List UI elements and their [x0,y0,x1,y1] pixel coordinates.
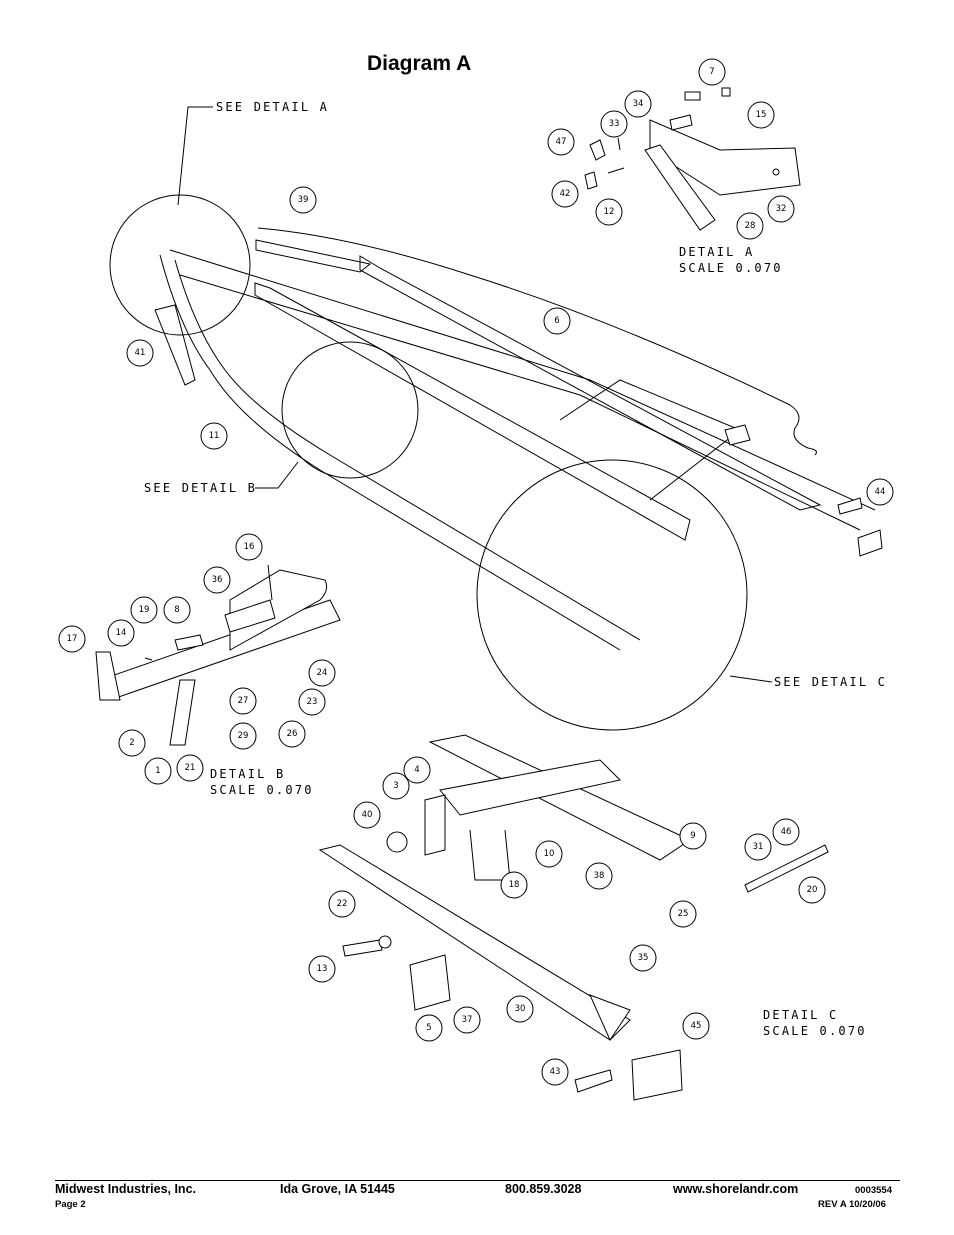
detail-b-circle [281,341,419,479]
callout-28: 28 [745,221,756,231]
footer-page: Page 2 [55,1199,86,1210]
callout-4: 4 [414,765,419,775]
callout-29: 29 [238,731,249,741]
callout-6: 6 [554,316,559,326]
callout-bubbles: 7 34 33 15 47 42 12 28 32 39 6 41 11 44 … [58,58,894,1086]
callout-8: 8 [174,605,179,615]
detail-labels: DETAIL A SCALE 0.070 DETAIL B SCALE 0.07… [210,245,867,1038]
detail-c-name: DETAIL C [763,1008,838,1022]
callout-2: 2 [129,738,134,748]
callout-23: 23 [307,697,318,707]
callout-39: 39 [298,195,309,205]
detail-c-circle [476,459,748,731]
callout-44: 44 [875,487,886,497]
callout-1: 1 [155,766,160,776]
callout-31: 31 [753,842,764,852]
detail-a-circle [109,194,251,336]
detail-a-assembly [584,87,801,231]
detail-b-assembly [95,564,341,746]
diagram-title: Diagram A [367,52,472,75]
detail-c-assembly [318,734,829,1101]
footer-divider [55,1180,900,1181]
footer-doc-number: 0003554 [855,1185,892,1196]
callout-24: 24 [317,668,328,678]
callout-21: 21 [185,763,196,773]
detail-a-name: DETAIL A [679,245,754,259]
callout-5: 5 [426,1023,431,1033]
callout-47: 47 [556,137,567,147]
callout-19: 19 [139,605,150,615]
callout-18: 18 [509,880,520,890]
main-trailer-frame [154,227,883,651]
see-detail-c-label: SEE DETAIL C [774,675,887,689]
callout-16: 16 [244,542,255,552]
see-detail-b-label: SEE DETAIL B [144,481,257,495]
callout-30: 30 [515,1004,526,1014]
callout-26: 26 [287,729,298,739]
callout-37: 37 [462,1015,473,1025]
callout-41: 41 [135,348,146,358]
footer-revision: REV A 10/20/06 [818,1199,886,1210]
footer-city: Ida Grove, IA 51445 [280,1182,395,1196]
callout-40: 40 [362,810,373,820]
detail-b-scale: SCALE 0.070 [210,783,314,797]
callout-9: 9 [690,831,695,841]
callout-7: 7 [709,67,714,77]
detail-circles [109,194,748,731]
callout-46: 46 [781,827,792,837]
callout-20: 20 [807,885,818,895]
callout-22: 22 [337,899,348,909]
footer-company: Midwest Industries, Inc. [55,1182,196,1196]
callout-27: 27 [238,696,249,706]
callout-13: 13 [317,964,328,974]
callout-11: 11 [209,431,220,441]
callout-34: 34 [633,99,644,109]
callout-38: 38 [594,871,605,881]
callout-43: 43 [550,1067,561,1077]
callout-35: 35 [638,953,649,963]
callout-12: 12 [604,207,615,217]
callout-36: 36 [212,575,223,585]
callout-17: 17 [67,634,78,644]
callout-42: 42 [560,189,571,199]
callout-15: 15 [756,110,767,120]
detail-b-name: DETAIL B [210,767,285,781]
callout-32: 32 [776,204,787,214]
callout-14: 14 [116,628,127,638]
see-detail-a-label: SEE DETAIL A [216,100,329,114]
footer-website: www.shorelandr.com [673,1182,799,1196]
detail-c-scale: SCALE 0.070 [763,1024,867,1038]
detail-a-scale: SCALE 0.070 [679,261,783,275]
callout-33: 33 [609,119,620,129]
footer-phone: 800.859.3028 [505,1182,582,1196]
callout-45: 45 [691,1021,702,1031]
callout-3: 3 [393,781,398,791]
callout-10: 10 [544,849,555,859]
see-detail-leaders: SEE DETAIL A SEE DETAIL B SEE DETAIL C [144,100,887,689]
callout-25: 25 [678,909,689,919]
